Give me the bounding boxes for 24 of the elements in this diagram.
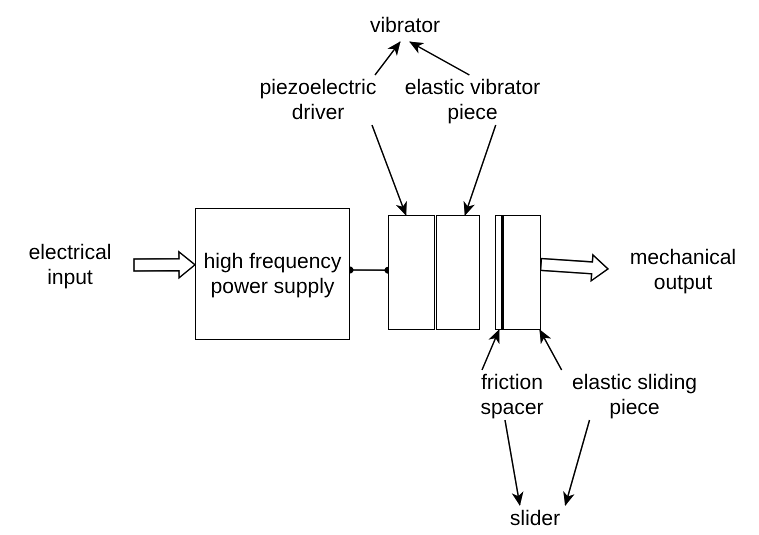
callout-label: elastic vibrator piece — [404, 74, 542, 126]
arrow — [504, 420, 524, 506]
callout-label: mechanical output — [628, 244, 738, 296]
callout-label: friction spacer — [479, 370, 545, 420]
arrow — [464, 124, 496, 216]
hollow-arrow — [540, 253, 610, 282]
component-block — [503, 215, 541, 330]
callout-label: electrical input — [28, 240, 112, 290]
arrow — [371, 124, 407, 216]
callout-label: vibrator — [370, 13, 440, 39]
spacer-strip — [495, 215, 503, 330]
arrow — [481, 329, 500, 370]
arrow — [563, 420, 590, 506]
arrow — [539, 329, 562, 370]
component-block — [436, 215, 480, 330]
arrow — [409, 41, 470, 76]
callout-label: piezoelectric driver — [258, 74, 378, 126]
callout-label: slider — [510, 506, 560, 532]
component-block — [388, 215, 435, 330]
box-label: high frequency power supply — [202, 248, 342, 300]
power-supply-box — [195, 208, 350, 340]
callout-label: elastic sliding piece — [571, 370, 698, 420]
arrow — [374, 41, 401, 76]
hollow-arrow — [133, 250, 196, 280]
